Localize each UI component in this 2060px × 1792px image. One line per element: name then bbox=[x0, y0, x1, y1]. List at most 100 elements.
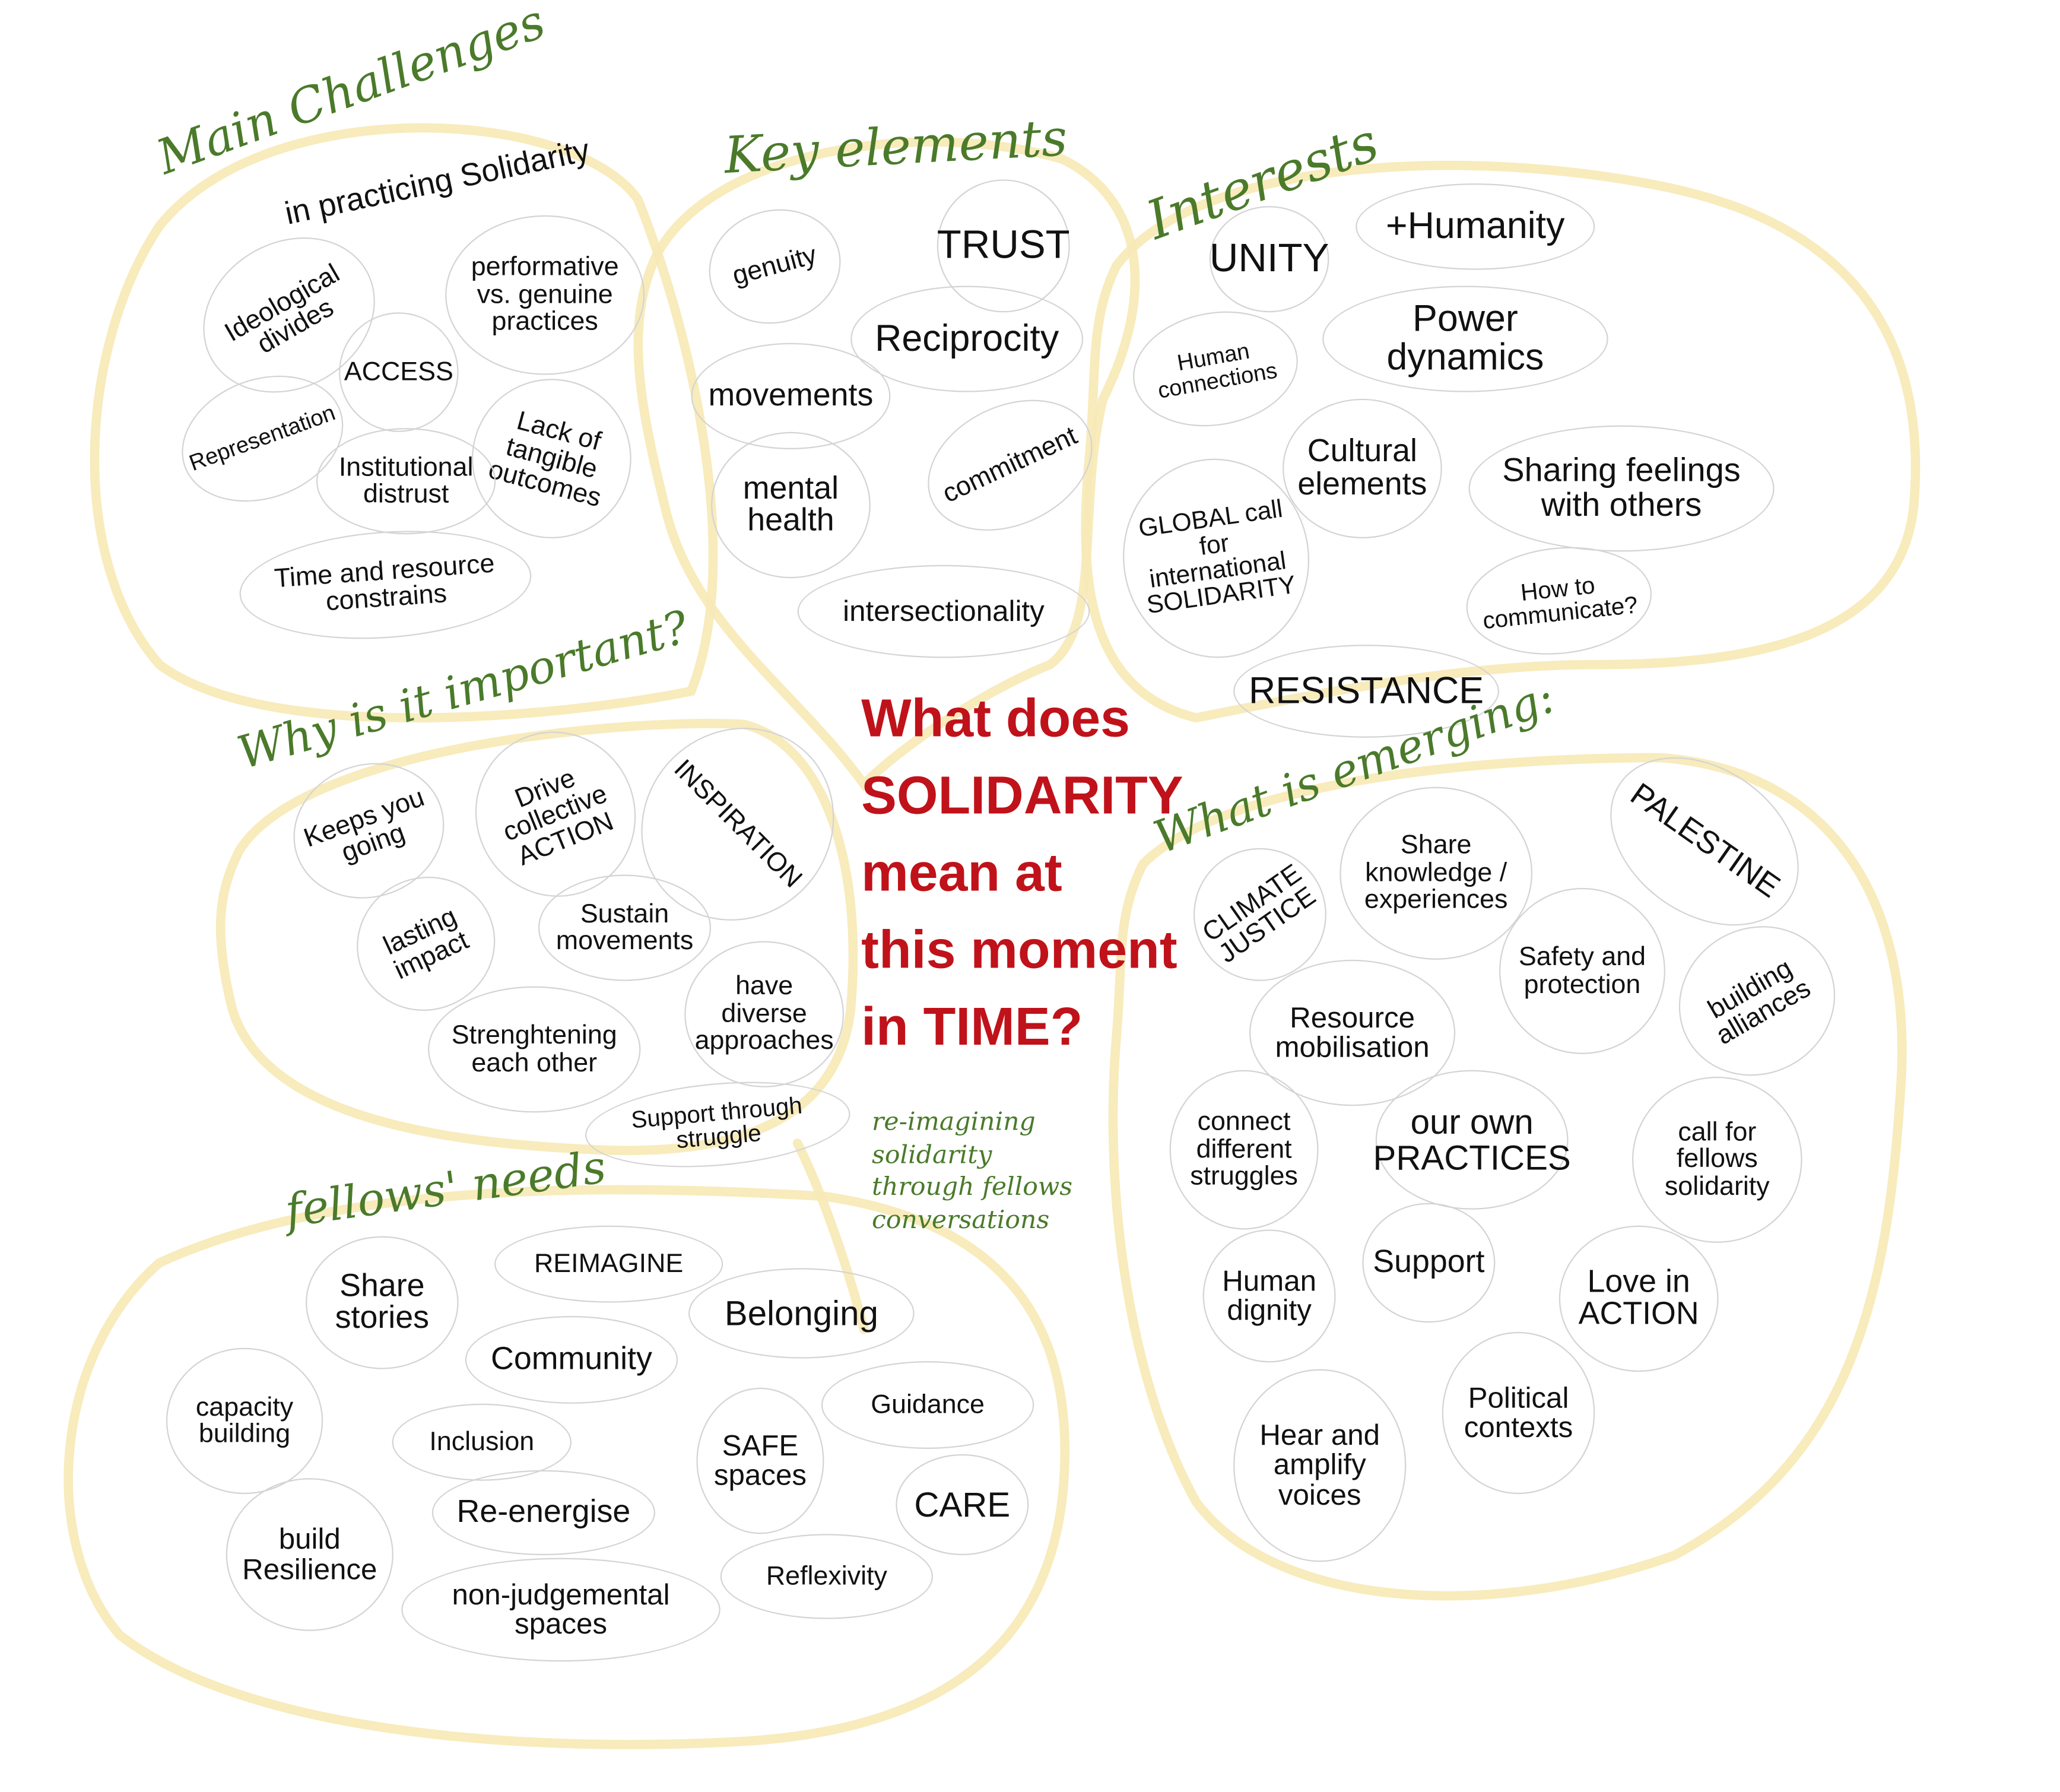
bubble: SAFE spaces bbox=[696, 1387, 824, 1534]
bubble-label: Inclusion bbox=[429, 1427, 535, 1457]
bubble: Power dynamics bbox=[1322, 286, 1608, 392]
bubble-label: Support bbox=[1373, 1244, 1485, 1280]
bubble-label: lasting impact bbox=[379, 902, 474, 986]
bubble-label: Re-energise bbox=[456, 1493, 631, 1530]
bubble-label: Human dignity bbox=[1222, 1263, 1317, 1327]
bubble-label: Sustain movements bbox=[556, 899, 694, 956]
fellows-needs-outline bbox=[64, 1185, 1070, 1749]
bubble-label: mental health bbox=[742, 470, 839, 538]
bubble: Sharing feelings with others bbox=[1468, 425, 1775, 552]
bubble-label: PALESTINE bbox=[1624, 776, 1786, 905]
bubble: REIMAGINE bbox=[494, 1225, 723, 1303]
bubble: Community bbox=[465, 1316, 678, 1404]
bubble: Share knowledge / experiences bbox=[1340, 786, 1533, 960]
bubble-label: Power dynamics bbox=[1386, 298, 1544, 378]
bubble-label: INSPIRATION bbox=[668, 754, 808, 894]
bubble-label: have diverse approaches bbox=[694, 972, 834, 1056]
bubble-label: call for fellows solidarity bbox=[1664, 1118, 1770, 1201]
bubble: CARE bbox=[896, 1454, 1029, 1556]
bubble-label: Representation bbox=[186, 400, 339, 477]
bubble: non-judgemental spaces bbox=[401, 1558, 720, 1662]
bubble-label: SAFE spaces bbox=[713, 1428, 807, 1492]
bubble: Guidance bbox=[821, 1361, 1034, 1449]
bubble-label: Cultural elements bbox=[1297, 433, 1427, 502]
bubble: RESISTANCE bbox=[1233, 645, 1500, 738]
bubble-label: Drive collective ACTION bbox=[499, 763, 618, 872]
bubble-label: Sharing feelings with others bbox=[1502, 452, 1741, 524]
bubble: Sustain movements bbox=[538, 874, 712, 981]
bubble-label: RESISTANCE bbox=[1249, 670, 1484, 711]
bubble: mental health bbox=[711, 432, 871, 579]
bubble-label: intersectionality bbox=[843, 594, 1045, 627]
bubble-label: our own PRACTICES bbox=[1373, 1102, 1571, 1177]
bubble-label: build Resilience bbox=[242, 1522, 377, 1585]
bubble-label: movements bbox=[708, 377, 874, 413]
bubble: Strenghtening each other bbox=[428, 986, 641, 1113]
bubble-label: Reflexivity bbox=[766, 1561, 887, 1591]
key-elements-outline bbox=[633, 137, 1140, 792]
bubble: Safety and protection bbox=[1499, 887, 1665, 1054]
question-line: in TIME? bbox=[861, 998, 1083, 1057]
bubble-label: CLIMATE JUSTICE bbox=[1197, 858, 1322, 969]
bubble-label: commitment bbox=[938, 421, 1082, 509]
bubble-label: Love in ACTION bbox=[1578, 1263, 1699, 1332]
bubble-label: Belonging bbox=[724, 1293, 878, 1333]
interests-outline bbox=[1081, 160, 1921, 723]
bubble-label: GLOBAL call for international SOLIDARITY bbox=[1137, 496, 1298, 621]
bubble-label: capacity building bbox=[195, 1393, 294, 1449]
central-subtitle: re-imagining solidarity through fellows … bbox=[872, 1106, 1111, 1237]
bubble-label: ACCESS bbox=[344, 357, 453, 387]
bubble: Love in ACTION bbox=[1559, 1225, 1719, 1372]
bubble: intersectionality bbox=[797, 564, 1090, 658]
bubble: Belonging bbox=[688, 1268, 915, 1359]
bubble: +Humanity bbox=[1356, 183, 1595, 270]
question-line: this moment bbox=[861, 921, 1177, 980]
bubble: Re-energise bbox=[431, 1470, 656, 1556]
bubble-label: Hear and amplify voices bbox=[1259, 1418, 1380, 1511]
bubble-label: Share stories bbox=[335, 1267, 429, 1336]
bubble: Political contexts bbox=[1442, 1331, 1595, 1495]
bubble-label: Safety and protection bbox=[1518, 942, 1646, 999]
bubble-label: CARE bbox=[914, 1484, 1011, 1524]
bubble-label: Institutional distrust bbox=[338, 452, 474, 509]
bubble: Institutional distrust bbox=[316, 428, 496, 535]
bubble-label: REIMAGINE bbox=[534, 1249, 684, 1279]
bubble-label: How to communicate? bbox=[1481, 571, 1639, 635]
bubble-label: performative vs. genuine practices bbox=[471, 253, 619, 337]
bubble-label: Political contexts bbox=[1464, 1380, 1573, 1444]
bubble: Resource mobilisation bbox=[1249, 959, 1456, 1106]
bubble-label: Keeps you going bbox=[300, 782, 428, 868]
subtitle-line: conversations bbox=[872, 1206, 1050, 1235]
bubble-label: genuity bbox=[729, 241, 820, 292]
subtitle-line: through fellows bbox=[872, 1172, 1073, 1203]
bubble: capacity building bbox=[166, 1347, 323, 1495]
subtitle-line: re-imagining bbox=[872, 1107, 1036, 1137]
bubble: our own PRACTICES bbox=[1373, 1070, 1571, 1210]
bubble: Reciprocity bbox=[850, 286, 1084, 392]
bubble-label: TRUST bbox=[937, 223, 1070, 267]
bubble: Inclusion bbox=[392, 1403, 572, 1481]
bubble: Share stories bbox=[306, 1236, 459, 1369]
bubble: Cultural elements bbox=[1283, 398, 1442, 538]
bubble: Support bbox=[1362, 1203, 1496, 1323]
bubble-label: Time and resource constrains bbox=[273, 548, 496, 617]
bubble-label: Reciprocity bbox=[875, 317, 1059, 359]
bubble: TRUST bbox=[937, 179, 1070, 313]
bubble-label: Community bbox=[491, 1341, 652, 1377]
bubble-label: building alliances bbox=[1703, 953, 1816, 1051]
bubble-label: Resource mobilisation bbox=[1275, 1000, 1430, 1064]
question-line: SOLIDARITY bbox=[861, 767, 1183, 826]
bubble-label: Human connections bbox=[1156, 338, 1279, 403]
bubble-label: non-judgemental spaces bbox=[452, 1577, 670, 1641]
bubble: performative vs. genuine practices bbox=[445, 215, 645, 375]
central-question: What does SOLIDARITY mean at this moment… bbox=[861, 681, 1183, 1066]
bubble: Human dignity bbox=[1202, 1229, 1336, 1363]
bubble: have diverse approaches bbox=[684, 941, 845, 1087]
bubble: UNITY bbox=[1209, 206, 1329, 313]
bubble: build Resilience bbox=[226, 1478, 393, 1631]
bubble-label: Lack of tangible outcomes bbox=[485, 407, 604, 514]
bubble-label: connect different struggles bbox=[1190, 1108, 1298, 1191]
bubble-label: Guidance bbox=[871, 1390, 985, 1420]
